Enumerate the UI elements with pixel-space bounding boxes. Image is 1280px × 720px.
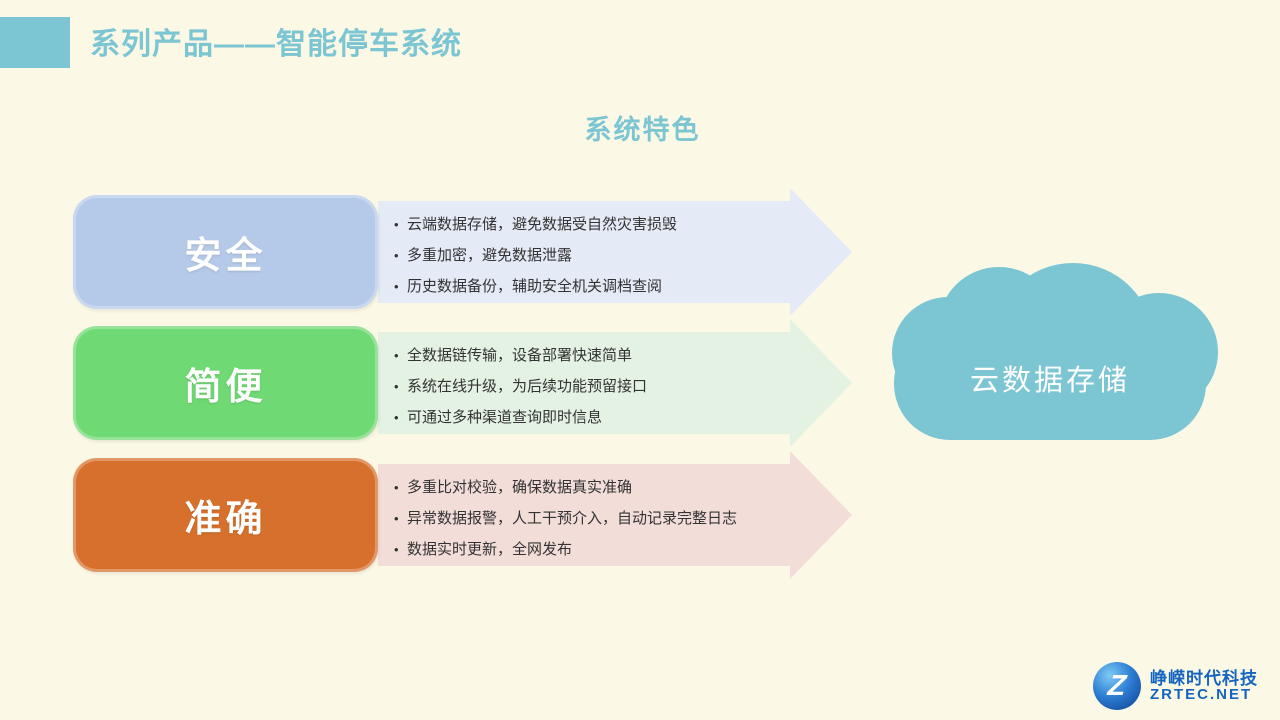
logo-z-icon: Z <box>1093 662 1141 710</box>
bullet-dot: • <box>394 410 399 425</box>
bullet-dot: • <box>394 217 399 232</box>
cloud-icon <box>894 327 1206 440</box>
feature-block-accuracy: 准确 <box>73 458 378 572</box>
feature-panel-security: • 云端数据存储，避免数据受自然灾害损毁 • 多重加密，避免数据泄露 • 历史数据备份… <box>378 201 790 303</box>
list-item: • 历史数据备份，辅助安全机关调档查阅 <box>394 271 784 302</box>
feature-label: 准确 <box>184 498 267 539</box>
arrow-right-icon <box>790 319 852 447</box>
bullet-text: 系统在线升级，为后续功能预留接口 <box>407 378 648 395</box>
bullet-dot: • <box>394 279 399 294</box>
bullet-list: • 多重比对校验，确保数据真实准确 • 异常数据报警，人工干预介入，自动记录完整日志… <box>378 464 790 565</box>
feature-label: 简便 <box>184 366 267 407</box>
logo-website: ZRTEC.NET <box>1150 686 1253 703</box>
feature-row-security: • 云端数据存储，避免数据受自然灾害损毁 • 多重加密，避免数据泄露 • 历史数据备份… <box>0 188 1280 316</box>
bullet-dot: • <box>394 379 399 394</box>
bullet-list: • 全数据链传输，设备部署快速简单 • 系统在线升级，为后续功能预留接口 • 可通过多… <box>378 332 790 433</box>
bullet-text: 多重比对校验，确保数据真实准确 <box>407 479 633 496</box>
feature-panel-simplicity: • 全数据链传输，设备部署快速简单 • 系统在线升级，为后续功能预留接口 • 可通过多… <box>378 332 790 434</box>
list-item: • 多重加密，避免数据泄露 <box>394 240 784 271</box>
bullet-dot: • <box>394 542 399 557</box>
bullet-text: 历史数据备份，辅助安全机关调档查阅 <box>407 278 663 295</box>
bullet-dot: • <box>394 511 399 526</box>
feature-block-security: 安全 <box>73 195 378 309</box>
bullet-dot: • <box>394 348 399 363</box>
cloud-label: 云数据存储 <box>969 365 1130 397</box>
bullet-text: 全数据链传输，设备部署快速简单 <box>407 347 633 364</box>
bullet-dot: • <box>394 248 399 263</box>
title-accent-square <box>0 17 70 68</box>
list-item: • 系统在线升级，为后续功能预留接口 <box>394 371 784 402</box>
feature-row-accuracy: • 多重比对校验，确保数据真实准确 • 异常数据报警，人工干预介入，自动记录完整日志… <box>0 451 1280 579</box>
bullet-text: 可通过多种渠道查询即时信息 <box>407 409 603 426</box>
arrow-right-icon <box>790 188 852 316</box>
bullet-text: 异常数据报警，人工干预介入，自动记录完整日志 <box>407 510 738 527</box>
feature-panel-accuracy: • 多重比对校验，确保数据真实准确 • 异常数据报警，人工干预介入，自动记录完整日志… <box>378 464 790 566</box>
arrow-right-icon <box>790 451 852 579</box>
list-item: • 多重比对校验，确保数据真实准确 <box>394 472 784 503</box>
list-item: • 可通过多种渠道查询即时信息 <box>394 402 784 433</box>
cloud-storage-shape: 云数据存储 <box>880 255 1220 440</box>
section-subtitle: 系统特色 <box>584 115 701 145</box>
logo-company-name: 峥嵘时代科技 <box>1150 669 1258 688</box>
list-item: • 数据实时更新，全网发布 <box>394 534 784 565</box>
bullet-list: • 云端数据存储，避免数据受自然灾害损毁 • 多重加密，避免数据泄露 • 历史数据备份… <box>378 201 790 302</box>
list-item: • 云端数据存储，避免数据受自然灾害损毁 <box>394 209 784 240</box>
bullet-text: 多重加密，避免数据泄露 <box>407 247 573 264</box>
list-item: • 异常数据报警，人工干预介入，自动记录完整日志 <box>394 503 784 534</box>
feature-row-simplicity: • 全数据链传输，设备部署快速简单 • 系统在线升级，为后续功能预留接口 • 可通过多… <box>0 319 1280 447</box>
company-logo: Z 峥嵘时代科技 ZRTEC.NET <box>1090 660 1280 712</box>
bullet-text: 云端数据存储，避免数据受自然灾害损毁 <box>407 216 678 233</box>
page-title: 系列产品——智能停车系统 <box>90 28 462 61</box>
list-item: • 全数据链传输，设备部署快速简单 <box>394 340 784 371</box>
feature-block-simplicity: 简便 <box>73 326 378 440</box>
logo-letter: Z <box>1106 669 1128 702</box>
feature-label: 安全 <box>184 235 267 276</box>
bullet-dot: • <box>394 480 399 495</box>
bullet-text: 数据实时更新，全网发布 <box>407 541 573 558</box>
